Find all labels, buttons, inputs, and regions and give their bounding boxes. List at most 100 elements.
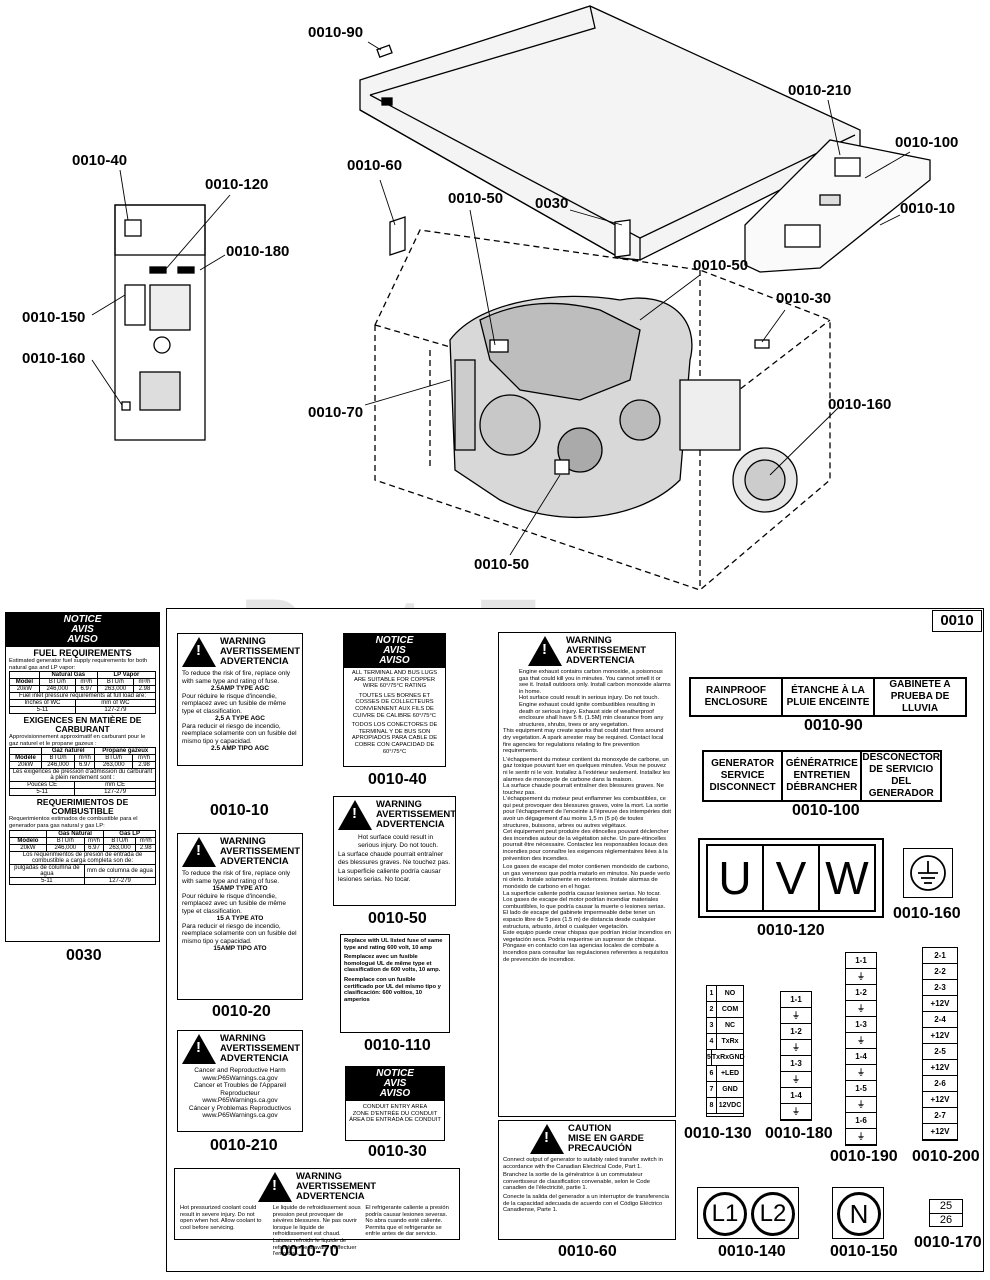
terminal-row: 2-6 — [923, 1076, 957, 1092]
fuel-text-es: Requerimientos estimados de combustible … — [9, 816, 138, 829]
callout-0010-100: 0010-100 — [895, 134, 959, 151]
neutral-n: N — [837, 1192, 881, 1236]
text-es: Para reducir el riesgo de incendio, reem… — [182, 722, 297, 745]
terminal-row: ⏚ — [781, 1040, 811, 1056]
terminal-row: 2-1 — [923, 948, 957, 964]
terminal-row: 1-3 — [781, 1056, 811, 1072]
text-es: Conecte la salida del generador a un int… — [503, 1193, 669, 1214]
cell-es: DESCONECTOR DE SERVICIO DEL GENERADOR — [862, 752, 941, 799]
text-en: Replace with UL listed fuse of same type… — [344, 938, 443, 951]
label-0010-170: 25 26 — [929, 1199, 963, 1227]
text-p11: Los gases de escape del motor podrían in… — [503, 897, 666, 930]
terminal-row: ⏚ — [846, 1097, 876, 1113]
caption-0010-210: 0010-210 — [210, 1137, 278, 1154]
label-0010-190: 1-1⏚1-2⏚1-3⏚1-4⏚1-5⏚1-6⏚ — [845, 952, 877, 1146]
number-26: 26 — [939, 1214, 953, 1226]
terminal-row: ⏚ — [846, 1001, 876, 1017]
text-fr: Pour réduire le risque d'incendie, rempl… — [182, 892, 287, 915]
caption-0010-200: 0010-200 — [912, 1148, 980, 1165]
fuse-fr: 15 A TYPE ATO — [216, 915, 264, 922]
terminal-row: 2-7 — [923, 1108, 957, 1124]
callout-0010-40: 0010-40 — [72, 152, 128, 169]
terminal-row: ⏚ — [781, 1008, 811, 1024]
caption-0010-40: 0010-40 — [368, 771, 427, 788]
caption-0010-20: 0010-20 — [212, 1003, 271, 1020]
generator-exploded-drawing — [91, 5, 931, 591]
aviso-text: AVISO — [67, 634, 98, 645]
text-es: El refrigerante caliente a presión podrí… — [365, 1205, 449, 1238]
terminal-row: 1-4 — [781, 1088, 811, 1104]
fuse-es: 15AMP TIPO ATO — [213, 945, 267, 952]
caption-0010-110: 0010-110 — [364, 1037, 431, 1054]
fuel-text-fr: Approvisionnement approximatif en carbur… — [9, 734, 146, 747]
callout-0010-160-left: 0010-160 — [22, 350, 86, 367]
text-l2: www.P65Warnings.ca.gov — [202, 1074, 278, 1082]
callout-0010-50-top: 0010-50 — [448, 190, 504, 207]
terminal-row: ⏚ — [846, 1033, 876, 1049]
callout-0010-60: 0010-60 — [347, 157, 403, 174]
callout-0010-210: 0010-210 — [788, 82, 852, 99]
cell-fr: GÉNÉRATRICE ENTRETIEN DÉBRANCHER — [783, 752, 863, 800]
fuse-en: 15AMP TYPE ATO — [212, 885, 268, 892]
caption-0010-130: 0010-130 — [684, 1125, 752, 1142]
text-l5: Cáncer y Problemas Reproductivos — [188, 1104, 292, 1112]
text-l2: ZONE D'ENTRÉE DU CONDUIT — [352, 1110, 438, 1117]
text-p3: Engine exhaust could ignite combustibles… — [519, 701, 664, 728]
text-fr: TOUTES LES BORNES ET COSSES DE COLLECTEU… — [353, 692, 436, 719]
text-en: To reduce the risk of fire, replace only… — [182, 870, 291, 885]
text-es: La superficie caliente podría causar les… — [338, 868, 441, 883]
caution-triangle-icon — [529, 1124, 564, 1154]
terminal-row: 1-2 — [846, 985, 876, 1001]
text-p5: L'échappement du moteur contient du mono… — [503, 756, 671, 783]
caption-0010-190: 0010-190 — [830, 1148, 898, 1165]
text-p1: Engine exhaust contains carbon monoxide,… — [519, 669, 671, 695]
text-fr: Pour réduire le risque d'incendie, rempl… — [182, 692, 287, 715]
terminal-row: 1-1 — [846, 953, 876, 969]
text-l1: Cancer and Reproductive Harm — [194, 1067, 286, 1074]
caption-0010-140: 0010-140 — [718, 1243, 786, 1260]
label-0010-160 — [903, 848, 953, 898]
text-l6: www.P65Warnings.ca.gov — [202, 1112, 278, 1119]
label-0030-fuel-requirements: NOTICE AVIS AVISO FUEL REQUIREMENTS Esti… — [5, 612, 160, 942]
caption-0010-60: 0010-60 — [558, 1243, 617, 1260]
phase-v: V — [764, 844, 820, 912]
warning-triangle-icon — [182, 837, 216, 867]
terminal-row: 1-5 — [846, 1081, 876, 1097]
caption-0010-70: 0010-70 — [280, 1243, 339, 1260]
terminal-row: 1-3 — [846, 1017, 876, 1033]
terminal-row: 2-3 — [923, 980, 957, 996]
warning-triangle-icon — [257, 1172, 292, 1202]
caption-0010-30: 0010-30 — [368, 1143, 427, 1160]
label-0010-180: 1-1⏚1-2⏚1-3⏚1-4⏚ — [780, 991, 812, 1121]
callout-0010-30: 0010-30 — [776, 290, 832, 307]
text-en: Connect output of generator to suitably … — [503, 1157, 663, 1170]
fuel-heading-fr: EXIGENCES EN MATIÈRE DE CARBURANT — [23, 715, 142, 735]
cell-en: GENERATOR SERVICE DISCONNECT — [704, 752, 784, 800]
warning-triangle-icon — [182, 637, 216, 667]
terminal-row: +12V — [923, 1124, 957, 1140]
text-l4: www.P65Warnings.ca.gov — [202, 1097, 278, 1104]
text-fr: Branchez la sortie de la génératrice à u… — [503, 1172, 650, 1192]
caption-0030: 0030 — [66, 947, 102, 964]
label-0010-120: U V W — [698, 838, 884, 918]
terminal-row: ⏚ — [846, 1065, 876, 1081]
fuse-fr: 2,5 A TYPE AGC — [215, 715, 265, 722]
text-p7: L'échappement du moteur peut enflammer l… — [503, 796, 671, 829]
fuel-heading-es: REQUERIMIENTOS DE COMBUSTIBLE — [36, 797, 129, 817]
